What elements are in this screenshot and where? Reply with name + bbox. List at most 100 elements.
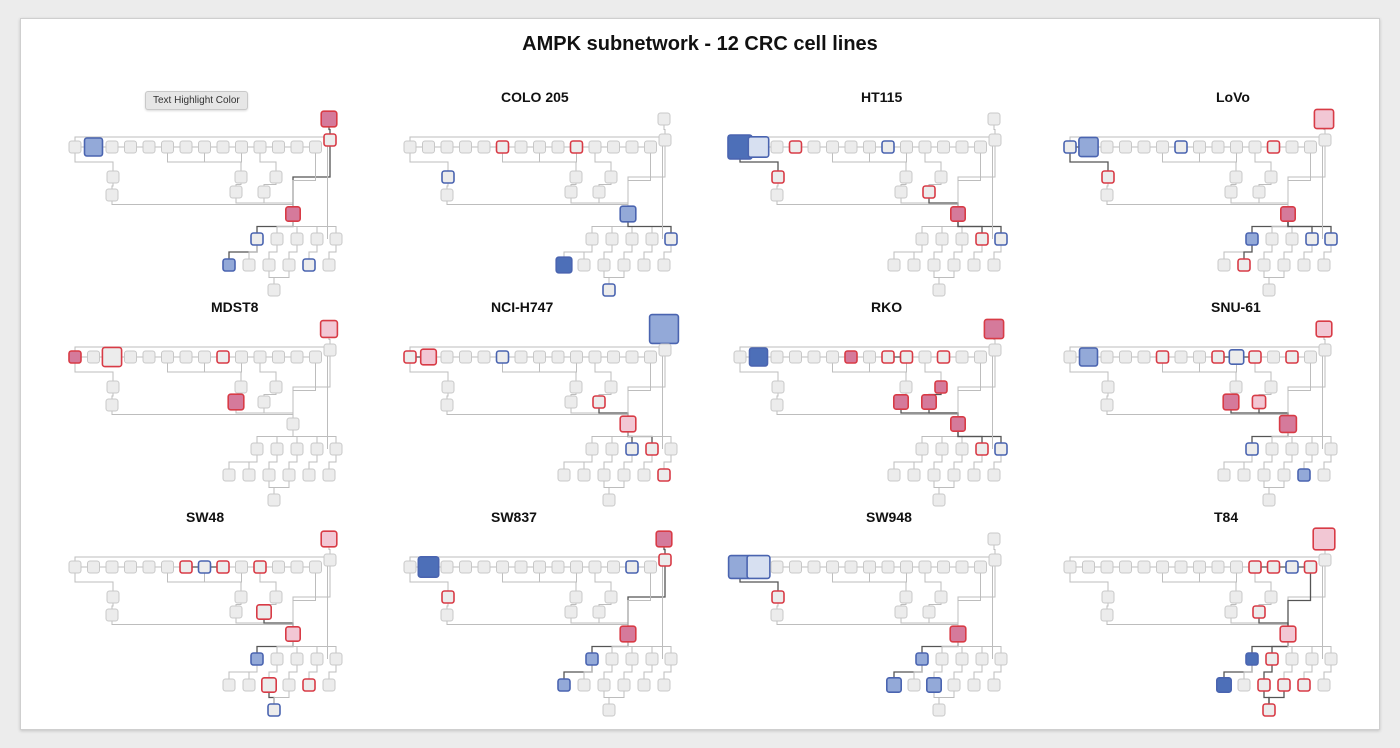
network-node [551,350,565,364]
network-node [1324,652,1338,666]
network-node [459,560,472,574]
network-node [569,380,583,394]
network-node [937,560,950,574]
panel-12: T84 [1056,509,1386,717]
network-node [918,350,932,364]
network-node [588,560,602,574]
network-node [1063,350,1077,364]
network-node [602,493,616,507]
network-node [1174,350,1188,364]
edge [1254,357,1272,387]
network-node [625,140,639,154]
network-node [975,232,989,246]
network-node [323,553,337,567]
network-node [551,140,565,154]
network-node [557,678,571,692]
network-node [290,652,304,666]
network-node [1262,283,1276,297]
network-node [1304,350,1317,364]
network-node [234,590,248,604]
panel-11: SW948 [726,509,1056,717]
network-node [658,343,672,357]
network-node [937,140,950,154]
network-node [270,442,284,456]
network-node [1285,140,1299,154]
panel-title: SW837 [491,509,537,525]
network-node [1137,560,1151,574]
network-node [577,678,591,692]
network-node [514,560,528,574]
network-node [894,605,908,619]
network-node [770,560,784,574]
edge [905,567,907,597]
network-diagram [727,532,1008,717]
network-node [1237,258,1251,272]
network-diagram [1063,527,1338,717]
network-node [863,560,876,574]
network-node [261,677,278,694]
network-node [994,652,1008,666]
network-node [927,468,941,482]
network-node [585,442,599,456]
network-node [955,140,969,154]
network-node [250,442,264,456]
network-node [216,350,230,364]
network-node [282,678,296,692]
network-diagram [68,110,343,297]
panel-6: NCI-H747 [396,299,726,507]
edge [924,567,942,597]
edge [924,147,942,177]
network-node [617,468,631,482]
network-node [988,133,1002,147]
edge [575,567,577,597]
network-node [588,140,602,154]
network-node [947,468,961,482]
network-node [555,256,573,274]
panel-10: SW837 [396,509,726,717]
edge [905,357,907,387]
network-node [229,185,243,199]
figure-canvas: AMPK subnetwork - 12 CRC cell lines COLO… [20,18,1380,730]
network-node [1277,258,1291,272]
network-node [310,232,324,246]
network-node [1265,232,1279,246]
network-node [222,258,236,272]
network-node [657,678,671,692]
network-node [262,258,276,272]
network-node [569,170,583,184]
network-node [179,140,193,154]
network-node [607,560,620,574]
network-node [644,560,657,574]
network-node [733,350,747,364]
network-node [319,319,339,339]
network-node [625,442,639,456]
edge [1287,147,1311,214]
network-node [105,188,119,202]
network-node [533,140,546,154]
network-node [286,417,300,431]
network-node [496,560,509,574]
network-node [967,468,981,482]
network-node [1264,380,1278,394]
network-node [987,468,1001,482]
edge [957,567,981,634]
network-node [106,380,120,394]
network-node [282,468,296,482]
edge [594,567,612,597]
network-node [440,608,454,622]
network-node [477,140,491,154]
network-node [235,140,248,154]
text-highlight-tooltip: Text Highlight Color [145,91,248,110]
network-node [894,185,908,199]
network-node [242,678,256,692]
network-node [585,232,599,246]
network-node [899,590,913,604]
network-node [1119,350,1132,364]
network-node [1137,350,1151,364]
panel-3: HT115 [726,89,1056,297]
network-node [807,560,821,574]
network-node [105,560,119,574]
network-node [1279,625,1297,643]
network-node [1324,232,1338,246]
network-node [1265,442,1279,456]
